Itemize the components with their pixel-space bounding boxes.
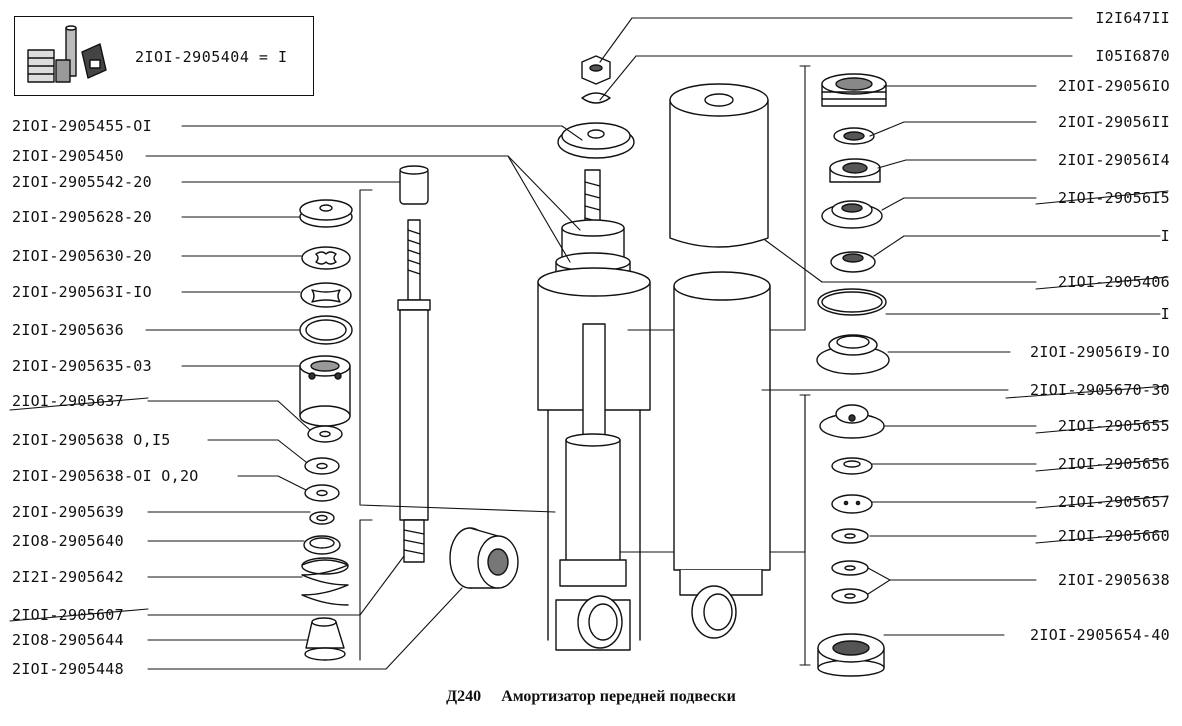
part-label: 2IOI-2905657 [1058, 493, 1170, 511]
label-strike-marks [9, 190, 1169, 622]
part-label: 2IOI-2905628-20 [12, 208, 152, 226]
part-label: 2IOI-2905639 [12, 503, 124, 521]
casing-and-reservoir [669, 83, 771, 639]
part-label: 2IOI-2905455-OI [12, 117, 152, 135]
part-label: 2IOI-29056I5 [1058, 189, 1170, 207]
part-label: 2IOI-2905656 [1058, 455, 1170, 473]
part-label: 2IOI-2905654-40 [1030, 626, 1170, 644]
part-label: 2IO8-2905640 [12, 532, 124, 550]
part-label: 2IOI-2905638 [1058, 571, 1170, 589]
shock-absorber-assembled [537, 65, 811, 666]
part-label: 2IOI-2905655 [1058, 417, 1170, 435]
part-label: I [1160, 305, 1170, 323]
part-label: 2I2I-2905642 [12, 568, 124, 586]
left-stack-parts [299, 199, 519, 661]
figure-code: Д240 [446, 688, 482, 705]
parts-box-icon [27, 25, 107, 83]
part-label: 2IOI-2905636 [12, 321, 124, 339]
part-label: 2IOI-2905448 [12, 660, 124, 678]
part-label: 2IOI-2905630-20 [12, 247, 152, 265]
part-label: 2IOI-2905670-30 [1030, 381, 1170, 399]
part-label: 2IOI-2905635-03 [12, 357, 152, 375]
right-stack-parts [816, 73, 890, 677]
part-label: 2IOI-2905542-20 [12, 173, 152, 191]
part-label: 2IO8-2905644 [12, 631, 124, 649]
part-label: I05I6870 [1095, 47, 1170, 65]
part-label: 2IOI-2905660 [1058, 527, 1170, 545]
part-label: I2I647II [1095, 9, 1170, 27]
part-label: 2IOI-29056II [1058, 113, 1170, 131]
part-label: 2IOI-29056IO [1058, 77, 1170, 95]
part-label: 2IOI-2905638-OI O,2O [12, 467, 199, 485]
part-label: 2IOI-29056I4 [1058, 151, 1170, 169]
leader-lines [145, 17, 1161, 670]
part-label: 2IOI-2905406 [1058, 273, 1170, 291]
part-label: 2IOI-2905637 [12, 392, 124, 410]
inset-part-number: 2IOI-2905404 = I [135, 48, 288, 66]
part-label: 2IOI-2905607 [12, 606, 124, 624]
part-label: 2IOI-290563I-IO [12, 283, 152, 301]
figure-caption: Д240 Амортизатор передней подвески [0, 688, 1182, 706]
top-fasteners [557, 55, 635, 159]
figure-title: Амортизатор передней подвески [501, 688, 736, 705]
part-label: 2IOI-29056I9-IO [1030, 343, 1170, 361]
inset-box: 2IOI-2905404 = I [14, 16, 314, 96]
part-label: 2IOI-2905450 [12, 147, 124, 165]
part-label: 2IOI-2905638 O,I5 [12, 431, 171, 449]
part-label: I [1160, 227, 1170, 245]
piston-rod [359, 165, 556, 661]
